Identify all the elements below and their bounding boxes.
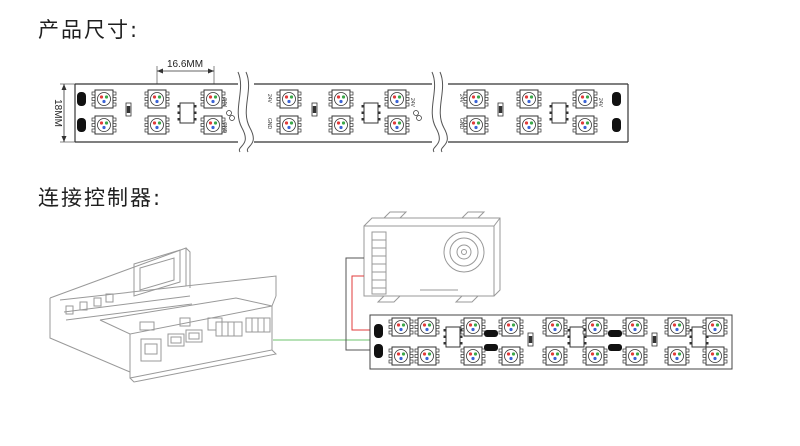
voltage-marking: 24V xyxy=(266,94,272,104)
cut-break-1 xyxy=(237,71,254,153)
led-chip-icon xyxy=(91,115,117,135)
width-dimension: 18MM xyxy=(52,83,75,143)
led-chip-icon xyxy=(384,115,410,135)
ic-chip-icon xyxy=(361,102,381,124)
power-wire xyxy=(351,275,380,331)
led-chip-icon xyxy=(276,89,302,109)
led-chip-icon xyxy=(276,115,302,135)
ground-marking: GND xyxy=(221,122,227,134)
led-chip-icon xyxy=(582,346,608,366)
resistor-icon xyxy=(651,332,658,347)
led-chip-icon xyxy=(702,317,728,337)
led-chip-icon xyxy=(572,115,598,135)
led-chip-icon xyxy=(144,115,170,135)
ground-marking: GND xyxy=(266,118,272,130)
led-chip-icon xyxy=(622,317,648,337)
led-chip-icon xyxy=(516,115,542,135)
led-chip-icon xyxy=(460,346,486,366)
controller-box xyxy=(49,247,278,383)
solder-pad-icon xyxy=(612,92,621,106)
section-title-connect-controller: 连接控制器: xyxy=(38,186,163,210)
ic-chip-icon xyxy=(443,326,463,348)
led-chip-icon xyxy=(384,89,410,109)
led-chip-icon xyxy=(460,317,486,337)
led-chip-icon xyxy=(91,89,117,109)
led-pitch-label: 16.6MM xyxy=(167,59,203,70)
ic-chip-icon xyxy=(549,102,569,124)
led-chip-icon xyxy=(702,346,728,366)
power-supply-unit xyxy=(363,211,501,303)
solder-pad-icon xyxy=(612,118,621,132)
led-chip-icon xyxy=(463,115,489,135)
led-chip-icon xyxy=(328,89,354,109)
led-chip-icon xyxy=(498,346,524,366)
wiring xyxy=(273,257,380,351)
voltage-marking: 24V xyxy=(597,98,603,108)
section-title-product-size: 产品尺寸: xyxy=(38,18,140,42)
resistor-icon xyxy=(125,102,132,117)
led-strip-dimension-drawing: 18MM 16.6MM 24V GND 24V GND xyxy=(52,59,629,153)
ground-marking: GND xyxy=(458,118,464,130)
led-chip-icon xyxy=(542,317,568,337)
led-chip-icon xyxy=(414,346,440,366)
led-chip-icon xyxy=(664,346,690,366)
voltage-marking: 24V xyxy=(458,94,464,104)
led-chip-icon xyxy=(388,317,414,337)
led-chip-icon xyxy=(144,89,170,109)
led-chip-icon xyxy=(582,317,608,337)
ic-chip-icon xyxy=(177,102,197,124)
led-chip-icon xyxy=(516,89,542,109)
voltage-marking: 24V xyxy=(409,98,415,108)
solder-pad-icon xyxy=(374,344,383,358)
solder-pad-icon xyxy=(374,324,383,338)
ic-chip-icon xyxy=(567,326,587,348)
ground-wire xyxy=(345,257,380,351)
pitch-dimension: 16.6MM xyxy=(156,59,215,84)
connected-led-strip xyxy=(369,314,733,370)
led-chip-icon xyxy=(328,115,354,135)
resistor-icon xyxy=(527,332,534,347)
led-chip-icon xyxy=(388,346,414,366)
led-chip-icon xyxy=(622,346,648,366)
voltage-marking: 24V xyxy=(221,98,227,108)
led-chip-icon xyxy=(542,346,568,366)
cut-break-2 xyxy=(431,71,448,153)
led-chip-icon xyxy=(414,317,440,337)
solder-pad-icon xyxy=(77,118,86,132)
led-chip-icon xyxy=(664,317,690,337)
resistor-icon xyxy=(311,102,318,117)
resistor-icon xyxy=(497,102,504,117)
led-chip-icon xyxy=(463,89,489,109)
solder-pad-icon xyxy=(77,92,86,106)
led-chip-icon xyxy=(572,89,598,109)
led-chip-icon xyxy=(498,317,524,337)
strip-width-label: 18MM xyxy=(52,99,63,127)
